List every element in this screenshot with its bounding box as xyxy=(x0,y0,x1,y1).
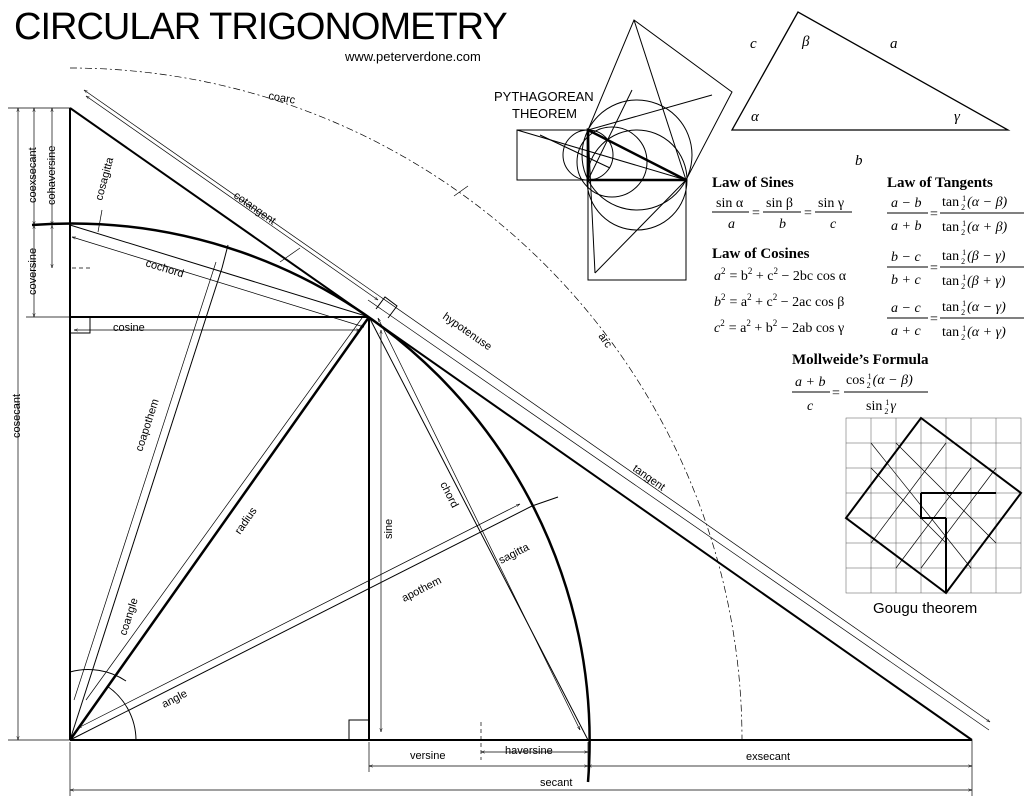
sines-den-3: c xyxy=(830,217,837,232)
moll-lden: c xyxy=(807,399,814,414)
tan3-lnum: a − c xyxy=(891,301,921,316)
label-coexsecant: coexsecant xyxy=(27,147,39,203)
tan1-lden: a + b xyxy=(891,219,921,234)
law-of-sines: Law of Sines sin α a = sin β b = sin γ c xyxy=(712,175,852,232)
cosines-eq-2: b2= a2 + c2 − 2ac cos β xyxy=(714,292,844,310)
moll-lnum: a + b xyxy=(795,375,825,390)
cosagitta-line xyxy=(221,244,229,269)
gougu-caption: Gougu theorem xyxy=(873,600,977,617)
label-versine: versine xyxy=(410,750,445,762)
main-geometry xyxy=(31,67,973,783)
right-angle-box-cosine xyxy=(69,316,91,334)
website-url: www.peterverdone.com xyxy=(345,49,481,64)
moll-eq: = xyxy=(832,386,840,401)
tan1-lnum: a − b xyxy=(891,196,921,211)
cosines-eq-3: c2= a2 + b2 − 2ab cos γ xyxy=(714,318,844,336)
gougu-figure xyxy=(844,416,1023,595)
label-arc: arc xyxy=(596,331,615,351)
label-exsecant: exsecant xyxy=(746,751,790,763)
label-haversine: haversine xyxy=(505,745,553,757)
tan3-eq: = xyxy=(930,312,938,327)
unit-arc xyxy=(31,222,591,783)
triangle-side-b: b xyxy=(855,153,863,169)
mollweide-title: Mollweide’s Formula xyxy=(792,352,929,368)
triangle-angle-beta: β xyxy=(801,34,810,50)
pythagorean-figure xyxy=(516,19,733,281)
law-of-cosines: Law of Cosines a2= b2 + c2 − 2bc cos α b… xyxy=(712,246,847,336)
sines-den-1: a xyxy=(728,217,735,232)
sines-eq-1: = xyxy=(752,206,760,221)
law-of-cosines-title: Law of Cosines xyxy=(712,246,810,262)
label-coarc: coarc xyxy=(267,90,296,107)
chord-line xyxy=(368,316,589,741)
sines-num-2: sin β xyxy=(766,196,793,211)
apothem-line xyxy=(69,505,533,741)
pythagorean-title-line2: THEOREM xyxy=(512,106,577,121)
pythagorean-title-line1: PYTHAGOREAN xyxy=(494,89,594,104)
label-radius: radius xyxy=(233,505,260,537)
diagram-labels: coarc arc cosecant coexsecant cohaversin… xyxy=(11,90,790,789)
right-angle-box-sine xyxy=(348,719,370,741)
label-cohaversine: cohaversine xyxy=(46,146,58,205)
label-cotangent: cotangent xyxy=(231,190,277,228)
triangle-side-c: c xyxy=(750,36,757,52)
label-angle: angle xyxy=(160,688,189,711)
law-of-sines-title: Law of Sines xyxy=(712,175,794,191)
page-title: CIRCULAR TRIGONOMETRY xyxy=(14,6,508,48)
tan1-eq: = xyxy=(930,207,938,222)
label-coapothem: coapothem xyxy=(133,397,161,452)
general-triangle: c β a α γ b xyxy=(730,11,1011,169)
tan2-eq: = xyxy=(930,261,938,276)
label-chord: chord xyxy=(437,480,460,510)
law-of-tangents-title: Law of Tangents xyxy=(887,175,993,191)
label-cosecant: cosecant xyxy=(11,394,23,438)
label-tangent: tangent xyxy=(630,463,667,494)
triangle-angle-gamma: γ xyxy=(954,109,961,125)
dimension-lines xyxy=(8,90,990,796)
label-secant: secant xyxy=(540,777,572,789)
outer-arc xyxy=(69,67,743,741)
sines-eq-2: = xyxy=(804,206,812,221)
tan2-lnum: b − c xyxy=(891,250,921,265)
label-sagitta: sagitta xyxy=(497,541,532,567)
sines-den-2: b xyxy=(779,217,786,232)
label-hypotenuse: hypotenuse xyxy=(440,311,493,353)
radius-line xyxy=(68,316,371,741)
tan3-lden: a + c xyxy=(891,324,921,339)
triangle-angle-alpha: α xyxy=(751,109,760,125)
cochord-line xyxy=(69,224,370,318)
label-sine: sine xyxy=(383,519,395,539)
cosines-eq-1: a2= b2 + c2 − 2bc cos α xyxy=(714,266,847,284)
label-cochord: cochord xyxy=(144,257,185,280)
triangle-side-a: a xyxy=(890,36,898,52)
tan2-lden: b + c xyxy=(891,273,921,288)
label-coangle: coangle xyxy=(117,597,140,637)
label-cosagitta: cosagitta xyxy=(93,155,116,201)
label-coversine: coversine xyxy=(27,248,39,295)
label-apothem: apothem xyxy=(400,575,444,605)
sines-num-3: sin γ xyxy=(818,196,844,211)
label-cosine: cosine xyxy=(113,322,145,334)
sagitta-line xyxy=(531,496,559,507)
angle-arc xyxy=(106,685,137,741)
sines-num-1: sin α xyxy=(716,196,744,211)
